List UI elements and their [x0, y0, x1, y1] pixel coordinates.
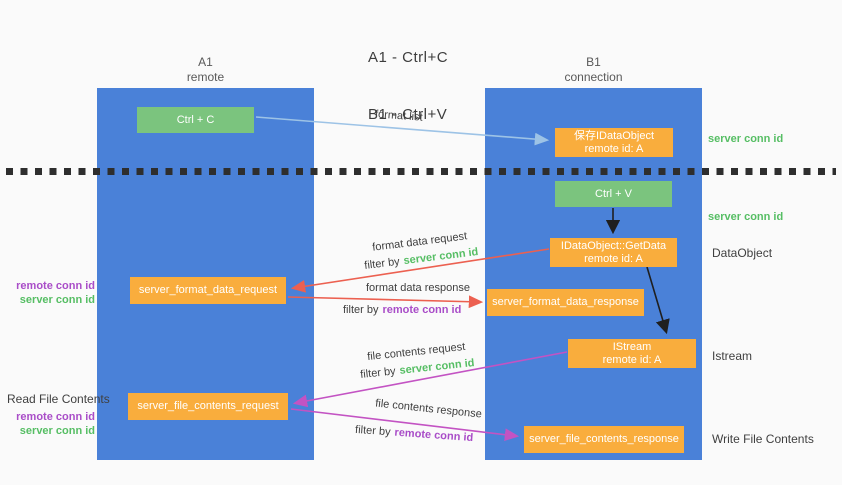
phase-divider-dotted-line [6, 168, 836, 175]
getdata-line1: IDataObject::GetData [560, 239, 667, 252]
remote-conn-id-annotation: remote conn id [16, 411, 95, 423]
lifeline-b-role: connection [564, 70, 623, 84]
remote-conn-id-key: remote conn id [394, 426, 474, 445]
save-idataobject-box: 保存IDataObject remote id: A [555, 128, 673, 157]
file-conn-id-pair: remote conn id server conn id [0, 410, 95, 438]
server-format-data-request-box: server_format_data_request [130, 277, 286, 304]
server-format-data-response-box: server_format_data_response [487, 289, 644, 316]
remote-conn-id-key: remote conn id [382, 304, 462, 316]
server-format-data-response-label: server_format_data_response [492, 296, 639, 308]
server-conn-id-key: server conn id [402, 246, 479, 268]
save-idataobject-line2: remote id: A [584, 142, 644, 155]
format-data-response-label: format data response [366, 282, 470, 294]
ctrl-v-box: Ctrl + V [555, 181, 672, 207]
format-data-response-arrow [287, 295, 484, 309]
istream-annotation: Istream [712, 349, 753, 363]
server-file-contents-request-label: server_file_contents_request [137, 400, 279, 412]
format-conn-id-pair: remote conn id server conn id [0, 279, 95, 307]
save-idataobject-line1: 保存IDataObject [573, 129, 655, 142]
server-file-contents-request-box: server_file_contents_request [128, 393, 288, 420]
file-contents-response-label: file contents response [374, 397, 483, 421]
lifeline-b-name: B1 [586, 55, 601, 69]
server-conn-id-key: server conn id [398, 357, 475, 377]
server-conn-id-annotation-mid: server conn id [708, 211, 784, 223]
server-conn-id-annotation: server conn id [19, 425, 95, 437]
server-file-contents-response-box: server_file_contents_response [524, 426, 684, 453]
server-format-data-request-label: server_format_data_request [138, 284, 278, 296]
filter-by-text: filter by [354, 423, 391, 439]
title-line-1: A1 - Ctrl+C [368, 49, 449, 66]
server-conn-id-annotation-top: server conn id [708, 133, 784, 145]
istream-box: IStream remote id: A [568, 339, 696, 368]
lifeline-a-name: A1 [198, 55, 213, 69]
ctrl-v-label: Ctrl + V [595, 187, 632, 200]
diagram-title: A1 - Ctrl+C B1 - Ctrl+V [368, 10, 448, 162]
write-file-contents-annotation: Write File Contents [712, 432, 814, 446]
getdata-box: IDataObject::GetData remote id: A [550, 238, 677, 267]
ctrl-c-label: Ctrl + C [176, 113, 215, 126]
lifeline-b-header: B1 connection [485, 55, 702, 85]
lifeline-a-header: A1 remote [97, 55, 314, 85]
read-file-contents-annotation: Read File Contents [7, 392, 110, 406]
ctrl-c-box: Ctrl + C [137, 107, 254, 133]
istream-line1: IStream [612, 340, 652, 353]
dataobject-annotation: DataObject [712, 246, 773, 260]
filter-by-text: filter by [343, 304, 379, 316]
filter-by-text: filter by [359, 365, 397, 381]
filter-by-text: filter by [363, 255, 401, 272]
lifeline-a-role: remote [186, 70, 225, 84]
remote-conn-id-annotation: remote conn id [16, 280, 95, 292]
server-conn-id-annotation: server conn id [19, 294, 95, 306]
istream-line2: remote id: A [602, 353, 662, 366]
server-file-contents-response-label: server_file_contents_response [529, 433, 679, 445]
getdata-line2: remote id: A [584, 252, 643, 265]
